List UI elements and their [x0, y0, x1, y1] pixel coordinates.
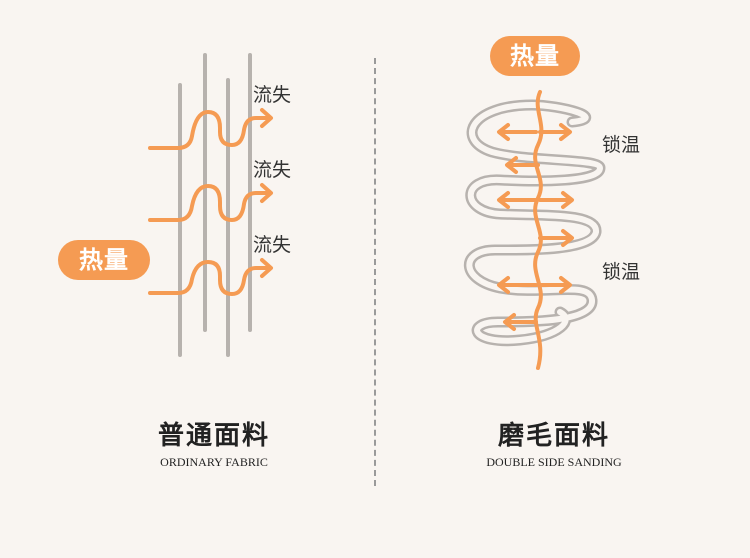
- lock-arrow: [497, 123, 572, 141]
- dashed-divider: [374, 58, 376, 486]
- heat-flow-line: [533, 90, 544, 370]
- heat-badge-right: 热量: [490, 36, 580, 76]
- lock-arrow: [505, 156, 540, 174]
- lock-label: 锁温: [602, 134, 641, 156]
- heat-loss-arrow: [148, 258, 273, 296]
- coil-spring-icon: [463, 99, 606, 347]
- sanded-fabric-subtitle: DOUBLE SIDE SANDING: [486, 455, 622, 469]
- ordinary-fabric-subtitle: ORDINARY FABRIC: [160, 455, 268, 469]
- heat-loss-arrow: [148, 108, 273, 150]
- sanded-fabric-title: 磨毛面料: [497, 421, 610, 451]
- lock-arrow: [497, 276, 572, 294]
- heat-loss-arrows: [148, 108, 273, 296]
- heat-lock-arrows: [497, 90, 574, 370]
- lock-label: 锁温: [602, 261, 641, 283]
- lock-arrow: [503, 313, 538, 331]
- loss-label: 流失: [253, 84, 292, 106]
- lock-arrow: [497, 191, 574, 209]
- heat-badge-left: 热量: [58, 240, 150, 280]
- loss-label: 流失: [253, 159, 292, 181]
- loss-label: 流失: [253, 234, 292, 256]
- lock-arrow: [538, 229, 574, 247]
- ordinary-fabric-title: 普通面料: [157, 421, 270, 451]
- heat-loss-arrow: [148, 183, 273, 222]
